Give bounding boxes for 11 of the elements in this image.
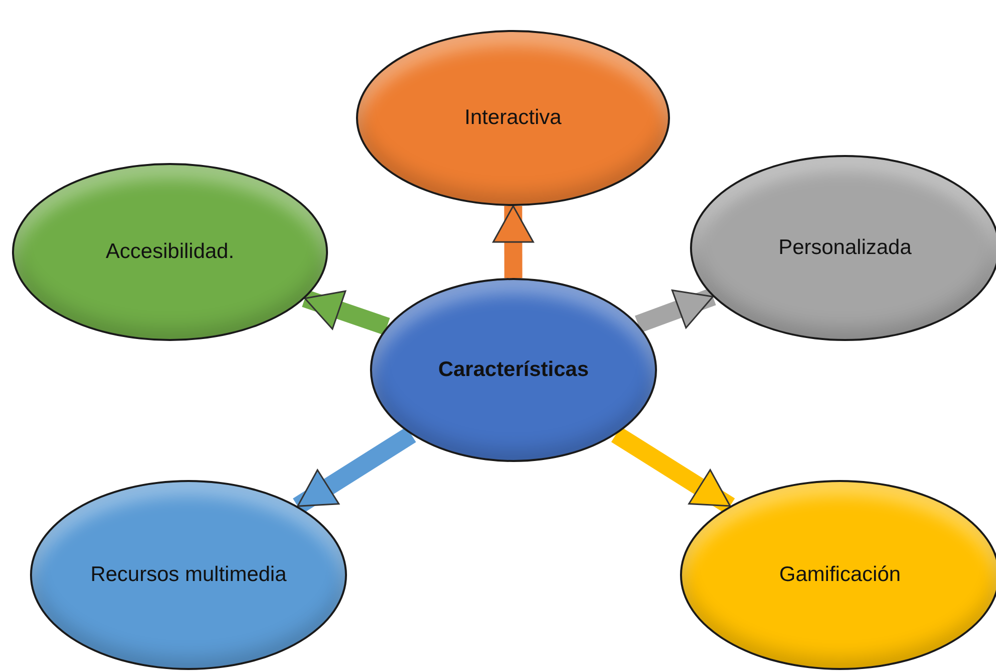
- block-arrow: [292, 426, 416, 514]
- node-label: Gamificación: [778, 562, 902, 588]
- node-label: Recursos multimedia: [89, 562, 288, 588]
- node-label: Accesibilidad.: [104, 238, 236, 265]
- block-arrow: [302, 290, 390, 336]
- node-label: Personalizada: [777, 234, 913, 261]
- node-label: Características: [437, 356, 590, 383]
- node-label: Interactiva: [464, 104, 562, 131]
- block-arrow: [634, 288, 716, 333]
- block-arrow: [492, 205, 534, 278]
- block-arrow: [611, 426, 735, 514]
